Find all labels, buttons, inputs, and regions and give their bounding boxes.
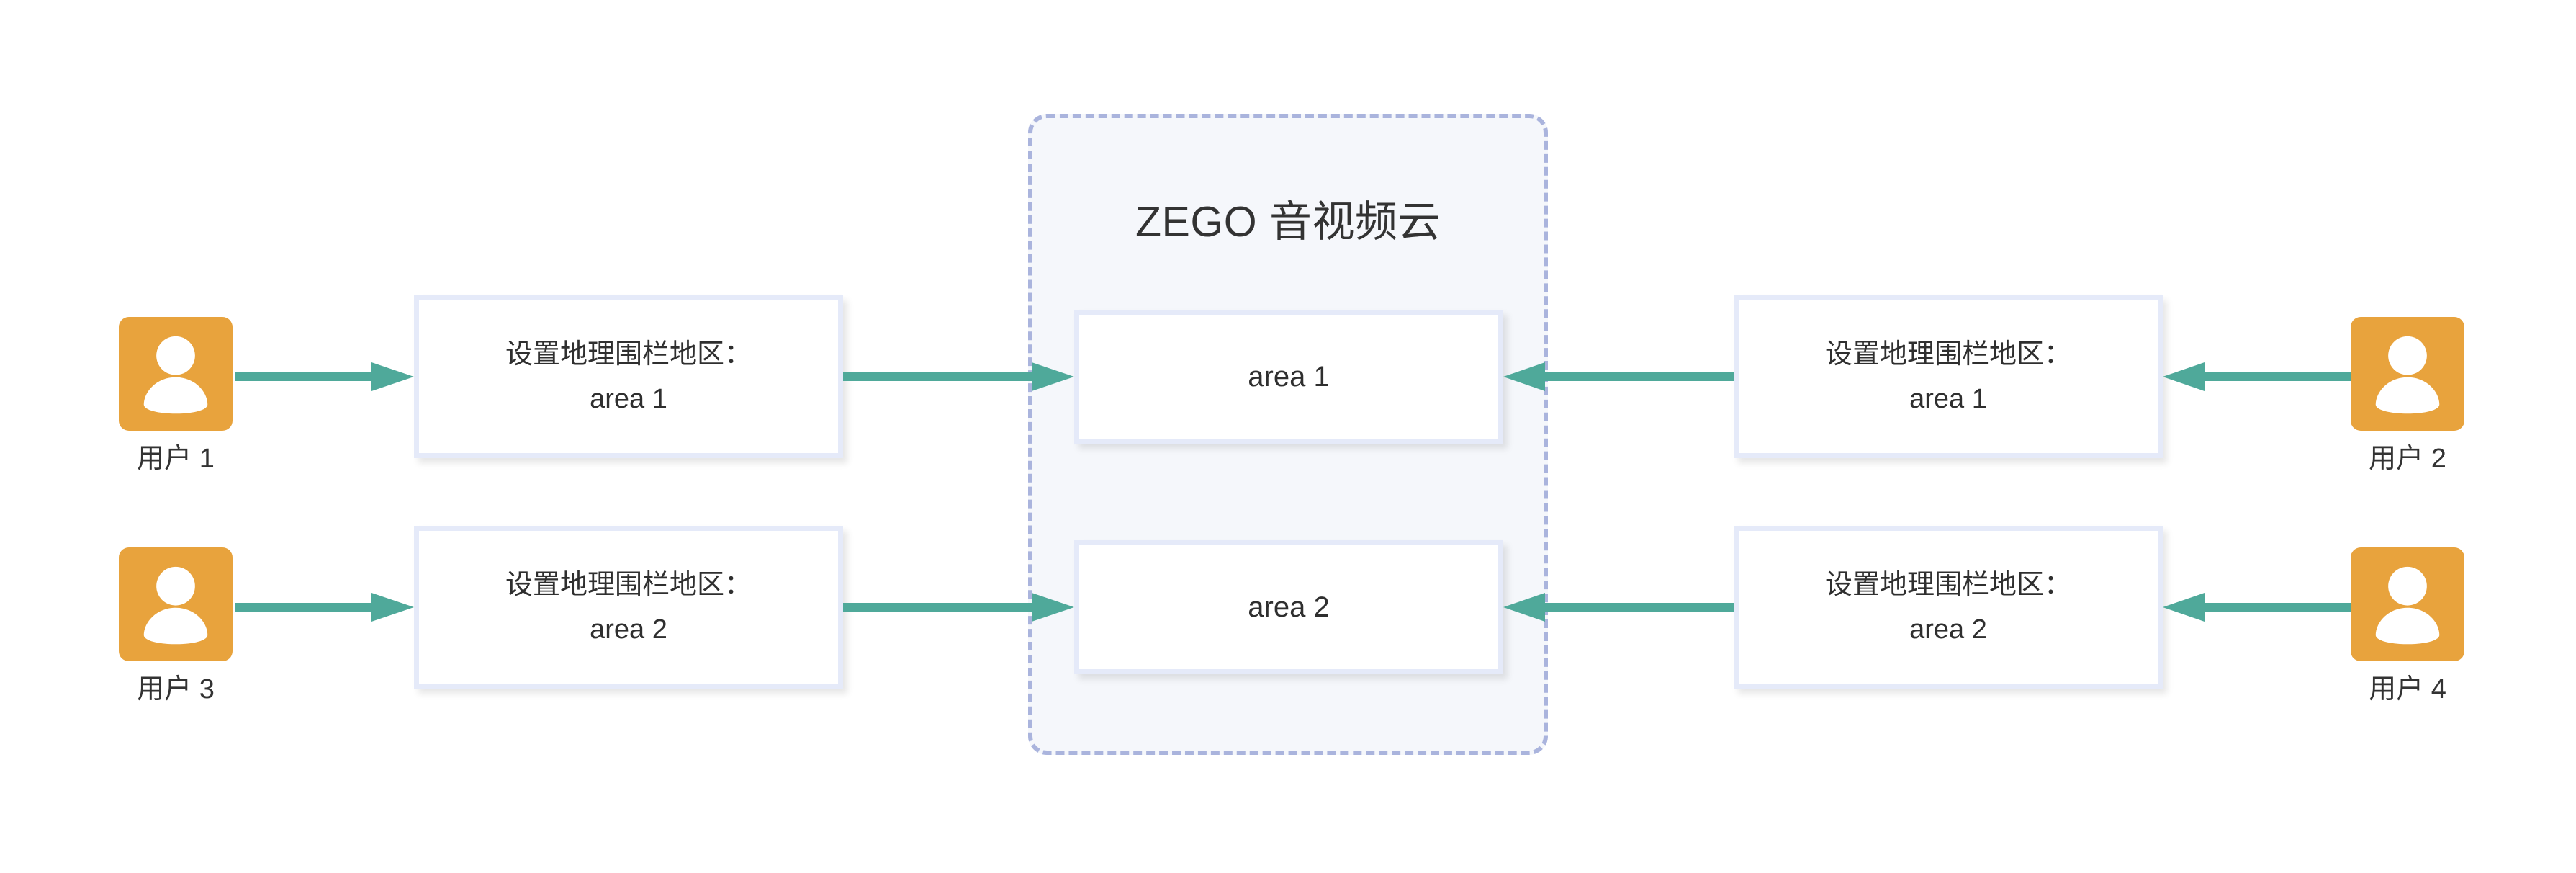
- cloud-area-2-box: area 2: [1074, 540, 1503, 674]
- user-4: 用户 4: [2351, 547, 2464, 704]
- geofence-card-left-1: 设置地理围栏地区： area 1: [414, 295, 843, 458]
- arrow-user2-to-geofence: [2163, 362, 2351, 391]
- geofence-value: area 2: [1909, 614, 1987, 645]
- geofence-title: 设置地理围栏地区：: [1824, 570, 2071, 600]
- user-2: 用户 2: [2351, 317, 2464, 474]
- cloud-area-1-box: area 1: [1074, 310, 1503, 444]
- geofence-value: area 1: [590, 384, 667, 414]
- user-avatar-icon: [143, 336, 208, 414]
- arrow-geofence-to-cloud-area-1: [843, 362, 1074, 391]
- arrow-geofence-to-cloud-area-2: [843, 593, 1074, 622]
- cloud-area-2-label: area 2: [1248, 591, 1330, 623]
- arrow-user3-to-geofence: [235, 593, 414, 622]
- user-avatar-icon: [143, 566, 208, 645]
- geofence-value: area 2: [590, 614, 667, 645]
- geofence-value: area 1: [1909, 384, 1987, 414]
- user-2-label: 用户 2: [2369, 444, 2446, 474]
- arrow-geofence-right-to-cloud-area-1: [1503, 362, 1734, 391]
- user-4-label: 用户 4: [2369, 674, 2446, 704]
- user-avatar-icon: [2375, 336, 2440, 414]
- geofence-card-right-2: 设置地理围栏地区： area 2: [1734, 526, 2163, 689]
- geofence-title: 设置地理围栏地区：: [505, 339, 752, 370]
- geofence-card-left-2: 设置地理围栏地区： area 2: [414, 526, 843, 689]
- user-avatar-icon: [2375, 566, 2440, 645]
- geofence-title: 设置地理围栏地区：: [1824, 339, 2071, 370]
- arrow-user4-to-geofence: [2163, 593, 2351, 622]
- cloud-area-1-label: area 1: [1248, 361, 1330, 393]
- geofence-card-right-1: 设置地理围栏地区： area 1: [1734, 295, 2163, 458]
- arrow-geofence-right-to-cloud-area-2: [1503, 593, 1734, 622]
- user-1-label: 用户 1: [137, 444, 215, 474]
- user-3-label: 用户 3: [137, 674, 215, 704]
- user-1: 用户 1: [119, 317, 233, 474]
- user-3: 用户 3: [119, 547, 233, 704]
- arrow-user1-to-geofence: [235, 362, 414, 391]
- zego-cloud-title: ZEGO 音视频云: [1135, 198, 1441, 246]
- geofence-title: 设置地理围栏地区：: [505, 570, 752, 600]
